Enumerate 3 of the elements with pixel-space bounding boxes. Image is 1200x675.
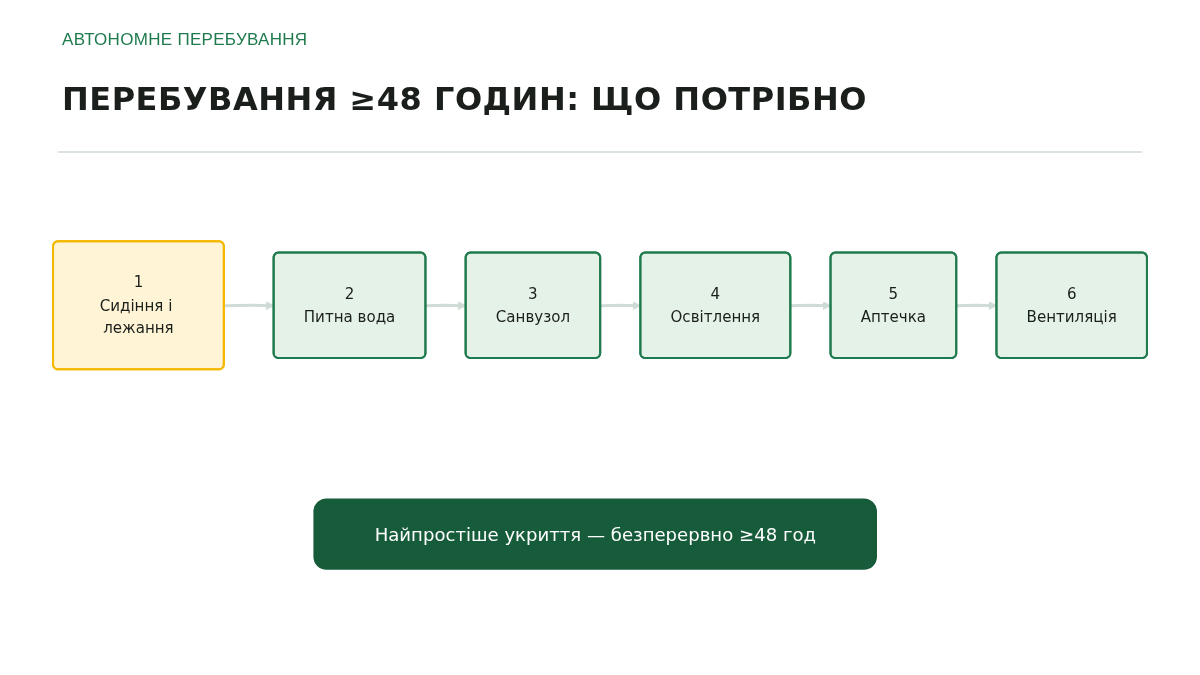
slide-title: ПЕРЕБУВАННЯ ≥48 ГОДИН: ЩО ПОТРІБНО: [62, 80, 867, 118]
node-box: Найпростіше укриття — безперервно ≥48 год: [313, 498, 877, 570]
section-label: АВТОНОМНЕ ПЕРЕБУВАННЯ: [62, 30, 308, 50]
